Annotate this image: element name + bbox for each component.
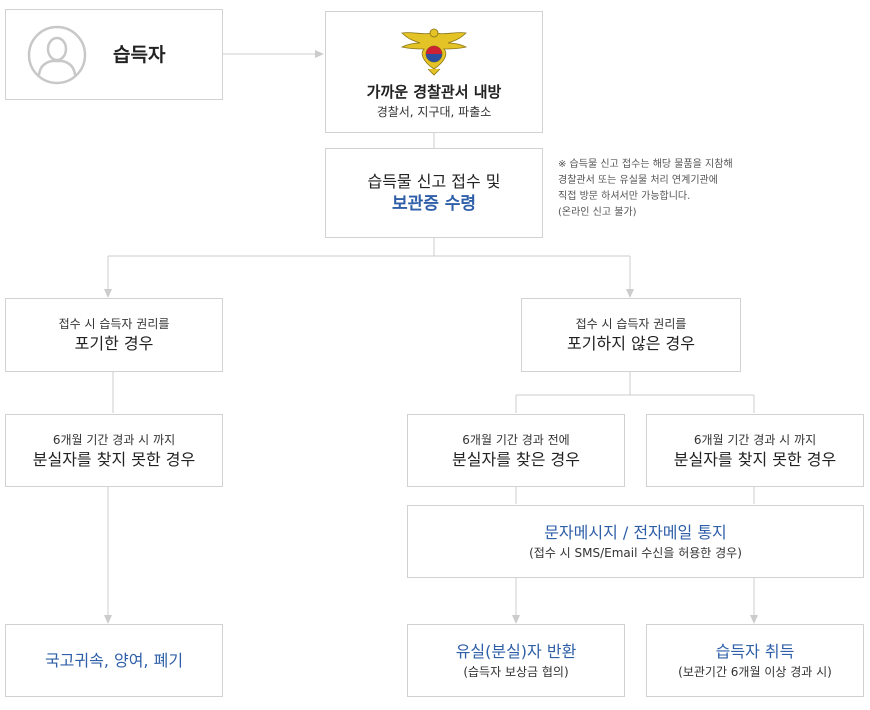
notify-subtitle: (접수 시 SMS/Email 수신을 허용한 경우) [529, 545, 742, 560]
police-box: 가까운 경찰관서 내방 경찰서, 지구대, 파출소 [325, 11, 543, 133]
report-line2: 보관증 수령 [391, 194, 477, 214]
report-box: 습득물 신고 접수 및 보관증 수령 [325, 148, 543, 238]
outcome-state-title: 국고귀속, 양여, 폐기 [44, 650, 184, 670]
police-subtitle: 경찰서, 지구대, 파출소 [376, 105, 492, 119]
keep-box: 접수 시 습득자 권리를 포기하지 않은 경우 [521, 298, 741, 372]
found-before-line2: 분실자를 찾은 경우 [452, 449, 580, 469]
keep-line1: 접수 시 습득자 권리를 [575, 317, 687, 331]
notify-title: 문자메시지 / 전자메일 통지 [544, 522, 727, 542]
waive-line2: 포기한 경우 [74, 334, 154, 353]
outcome-return-box: 유실(분실)자 반환 (습득자 보상금 협의) [407, 624, 625, 697]
right-unfound-line1: 6개월 기간 경과 시 까지 [693, 432, 817, 447]
note-line: 경찰관서 또는 유실물 처리 연계기관에 [558, 175, 718, 186]
outcome-acquire-subtitle: (보관기간 6개월 이상 경과 시) [678, 664, 832, 679]
user-avatar-icon [27, 25, 87, 84]
right-unfound-box: 6개월 기간 경과 시 까지 분실자를 찾지 못한 경우 [646, 414, 864, 487]
finder-label: 습득자 [113, 43, 166, 66]
police-emblem-icon [400, 28, 468, 76]
outcome-return-title: 유실(분실)자 반환 [455, 641, 577, 661]
outcome-state-box: 국고귀속, 양여, 폐기 [5, 624, 223, 697]
found-before-line1: 6개월 기간 경과 전에 [462, 432, 570, 447]
keep-line2: 포기하지 않은 경우 [567, 334, 695, 353]
note-line: (온라인 신고 불가) [558, 207, 637, 218]
left-unfound-line1: 6개월 기간 경과 시 까지 [52, 432, 176, 447]
police-title: 가까운 경찰관서 내방 [366, 83, 502, 101]
outcome-acquire-title: 습득자 취득 [715, 641, 795, 661]
right-unfound-line2: 분실자를 찾지 못한 경우 [673, 449, 837, 469]
finder-box: 습득자 [5, 9, 223, 100]
outcome-acquire-box: 습득자 취득 (보관기간 6개월 이상 경과 시) [646, 624, 864, 697]
left-unfound-box: 6개월 기간 경과 시 까지 분실자를 찾지 못한 경우 [5, 414, 223, 487]
waive-line1: 접수 시 습득자 권리를 [58, 317, 170, 331]
note-line: 직접 방문 하셔서만 가능합니다. [558, 191, 691, 202]
report-note: ※ 습득물 신고 접수는 해당 물품을 지참해 경찰관서 또는 유실물 처리 연… [558, 157, 733, 221]
notify-box: 문자메시지 / 전자메일 통지 (접수 시 SMS/Email 수신을 허용한 … [407, 505, 864, 578]
outcome-return-subtitle: (습득자 보상금 협의) [463, 664, 569, 679]
report-line1: 습득물 신고 접수 및 [367, 172, 501, 191]
note-line: ※ 습득물 신고 접수는 해당 물품을 지참해 [558, 159, 733, 170]
left-unfound-line2: 분실자를 찾지 못한 경우 [32, 449, 196, 469]
found-before-box: 6개월 기간 경과 전에 분실자를 찾은 경우 [407, 414, 625, 487]
waive-box: 접수 시 습득자 권리를 포기한 경우 [5, 298, 223, 372]
